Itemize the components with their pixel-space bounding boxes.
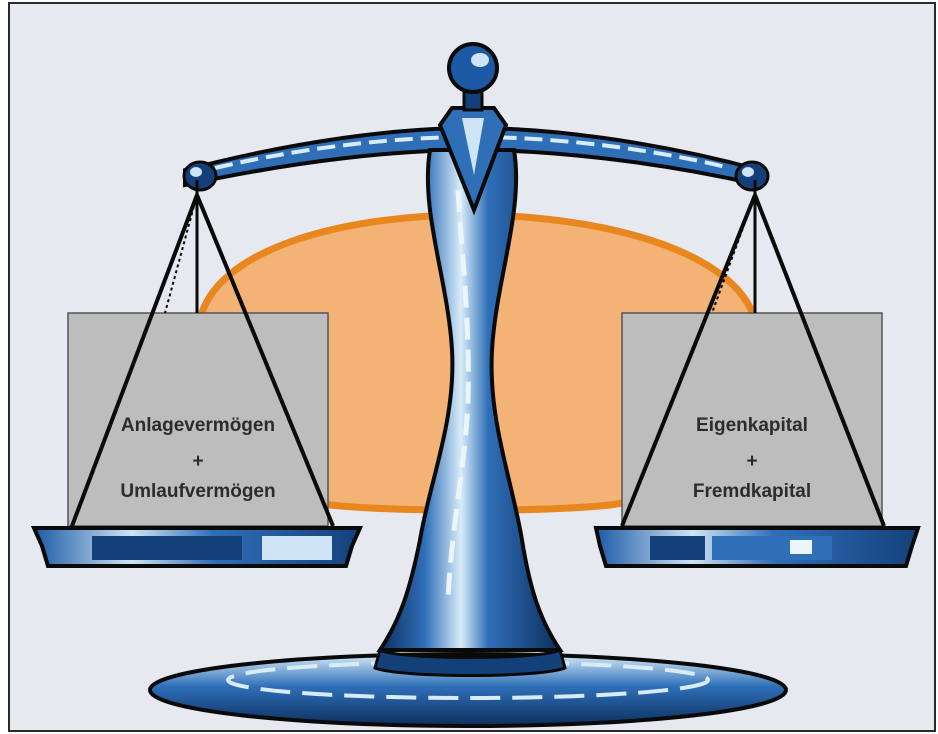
right-box-line3: Fremdkapital (693, 481, 811, 502)
right-box-plus: + (746, 451, 757, 472)
left-box-plus: + (192, 451, 203, 472)
right-box-line1: Eigenkapital (696, 415, 808, 436)
left-box-line1: Anlagevermögen (121, 415, 275, 436)
left-box-line3: Umlaufvermögen (120, 481, 275, 502)
